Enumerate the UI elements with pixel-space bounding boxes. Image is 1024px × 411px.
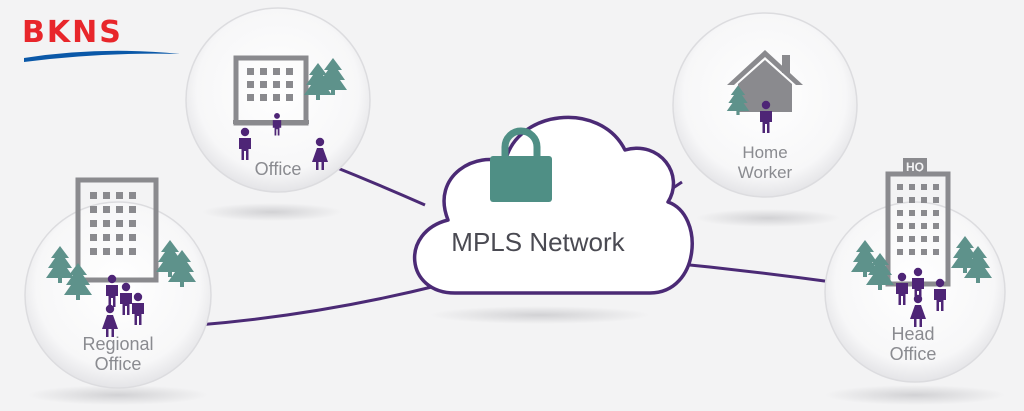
house-icon	[727, 50, 803, 112]
node-head-office: HQ Head Office	[824, 158, 1006, 383]
lock-icon	[490, 127, 552, 202]
mpls-network-label: MPLS Network	[451, 227, 625, 257]
regional-office-label-line1: Regional	[82, 334, 153, 354]
bkns-logo: BKNS	[22, 18, 182, 66]
home-worker-label-line2: Worker	[738, 163, 793, 182]
home-worker-label-line1: Home	[742, 143, 787, 162]
office-label: Office	[255, 159, 302, 179]
regional-building-icon	[75, 177, 159, 283]
node-office: Office	[185, 7, 371, 193]
logo-swoosh	[24, 50, 180, 62]
office-building-icon	[233, 55, 309, 126]
link-office	[329, 163, 426, 207]
node-home-worker: Home Worker	[672, 12, 858, 198]
hq-building-icon: HQ	[885, 158, 951, 287]
head-office-label-line2: Office	[890, 344, 937, 364]
mpls-cloud: MPLS Network	[412, 115, 694, 295]
logo-text: BKNS	[22, 15, 123, 50]
hq-sign: HQ	[906, 160, 924, 174]
regional-office-label-line2: Office	[95, 354, 142, 374]
head-office-label-line1: Head	[891, 324, 934, 344]
link-regional-office	[197, 283, 441, 327]
node-regional-office: Regional Office	[24, 177, 212, 389]
